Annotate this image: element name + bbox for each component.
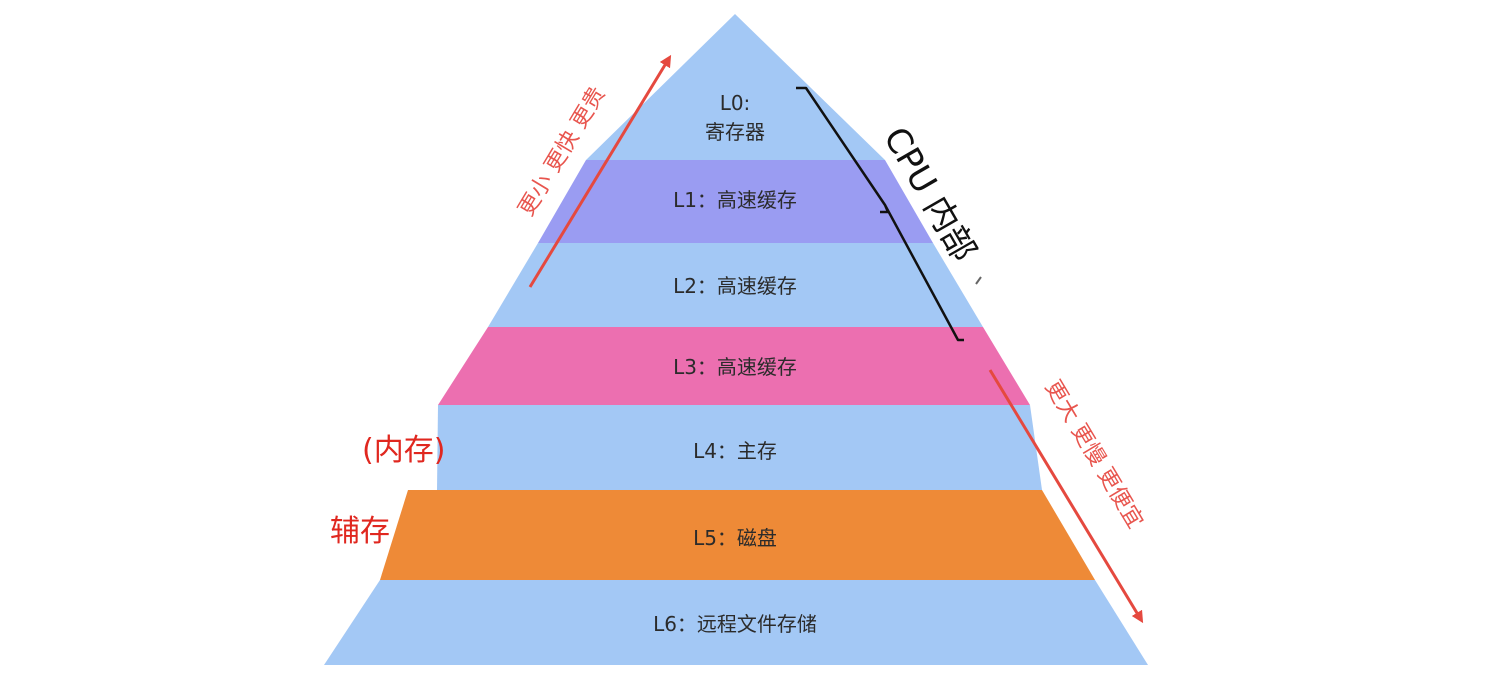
level-l0-label-line1: L0: xyxy=(720,91,751,115)
level-l0-label-line2: 寄存器 xyxy=(705,120,765,144)
level-l3-label: L3：高速缓存 xyxy=(673,355,797,379)
memory-label: (内存) xyxy=(362,433,445,468)
level-l4-label: L4：主存 xyxy=(693,439,777,463)
level-l6-band xyxy=(324,580,1148,665)
small-mark xyxy=(975,276,982,285)
level-labels: L0: 寄存器 L1：高速缓存 L2：高速缓存 L3：高速缓存 L4：主存 L5… xyxy=(653,91,817,636)
level-l1-label: L1：高速缓存 xyxy=(673,188,797,212)
level-l3-band xyxy=(438,327,1030,405)
level-l5-band xyxy=(380,490,1095,580)
level-l4-band xyxy=(437,405,1042,490)
down-arrow xyxy=(988,369,1144,624)
level-l2-band xyxy=(488,243,983,327)
down-arrow-label: 更大 更慢 更便宜 xyxy=(1040,376,1148,533)
cpu-bracket xyxy=(796,86,964,342)
level-l5-label: L5：磁盘 xyxy=(693,526,777,550)
level-l2-label: L2：高速缓存 xyxy=(673,274,797,298)
pyramid xyxy=(324,14,1148,665)
level-l0-band xyxy=(586,14,885,160)
up-arrow xyxy=(528,54,672,288)
secondary-storage-label: 辅存 xyxy=(330,514,390,549)
level-l1-band xyxy=(538,160,933,243)
level-l6-label: L6：远程文件存储 xyxy=(653,612,817,636)
